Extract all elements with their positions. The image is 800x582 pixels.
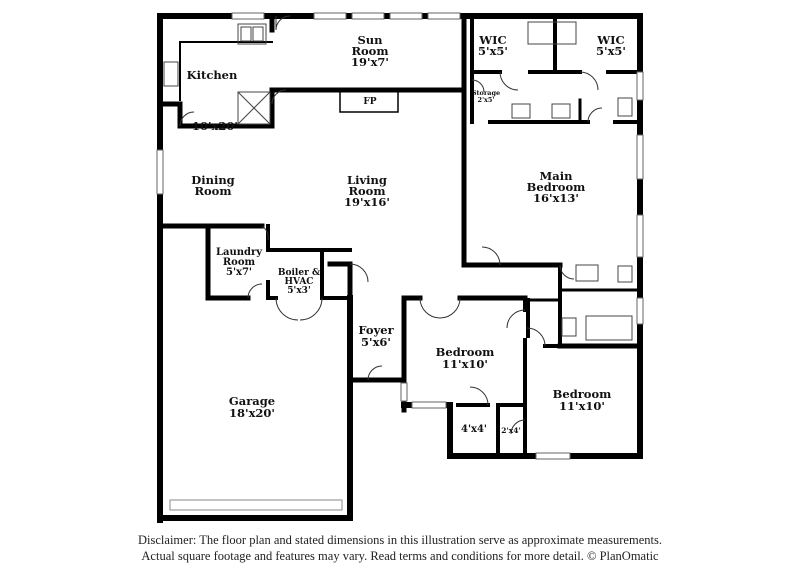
bedroom-middle-name: Bedroom <box>436 345 495 359</box>
wic-left-name: WIC <box>478 33 506 47</box>
boiler-dims: 5'x3' <box>287 286 310 296</box>
dining-name-line2: Room <box>194 184 231 198</box>
garage-name: Garage <box>229 394 275 408</box>
dining-name: Dining <box>191 173 234 187</box>
sun-room-name: Sun <box>357 33 383 47</box>
laundry-name-line2: Room <box>223 257 256 268</box>
foyer-name: Foyer <box>358 323 394 337</box>
wic-right-name: WIC <box>596 33 624 47</box>
bedroom-right-name: Bedroom <box>553 387 612 401</box>
wic-left-dims: 5'x5' <box>478 44 508 58</box>
doors <box>179 15 603 435</box>
main-bedroom-dims: 16'x13' <box>533 191 579 205</box>
bedroom-middle-dims: 11'x10' <box>442 357 488 371</box>
storage-dims: 2'x5' <box>478 96 495 104</box>
living-name: Living <box>347 173 387 187</box>
sun-room-name-line2: Room <box>351 44 388 58</box>
foyer-dims: 5'x6' <box>361 335 391 349</box>
main-bedroom-name: Main <box>540 169 574 183</box>
main-bedroom-name-line2: Bedroom <box>527 180 586 194</box>
living-name-line2: Room <box>348 184 385 198</box>
laundry-dims: 5'x7' <box>226 267 252 278</box>
wic-right-dims: 5'x5' <box>596 44 626 58</box>
boiler-name-line2: HVAC <box>285 277 314 287</box>
boiler-name: Boiler & <box>278 268 320 278</box>
fireplace-label: FP <box>363 97 376 107</box>
kitchen-dims: 10'x20' <box>192 119 238 133</box>
fixtures <box>163 21 633 341</box>
storage-name: Storage <box>472 89 500 97</box>
kitchen-name: Kitchen <box>187 68 238 82</box>
garage-dims: 18'x20' <box>229 406 275 420</box>
disclaimer-line-1: Disclaimer: The floor plan and stated di… <box>138 533 662 547</box>
windows <box>156 12 644 511</box>
bedroom-right-dims: 11'x10' <box>559 399 605 413</box>
disclaimer-line-2: Actual square footage and features may v… <box>141 549 659 563</box>
laundry-name: Laundry <box>216 247 263 258</box>
sun-room-dims: 19'x7' <box>351 55 389 69</box>
living-dims: 19'x16' <box>344 195 390 209</box>
closet-4x4-dims: 4'x4' <box>461 424 487 435</box>
room-labels: Sun Room 19'x7' Kitchen 10'x20' FP WIC 5… <box>187 33 626 435</box>
closet-2x4-dims: 2'x4' <box>501 426 521 435</box>
